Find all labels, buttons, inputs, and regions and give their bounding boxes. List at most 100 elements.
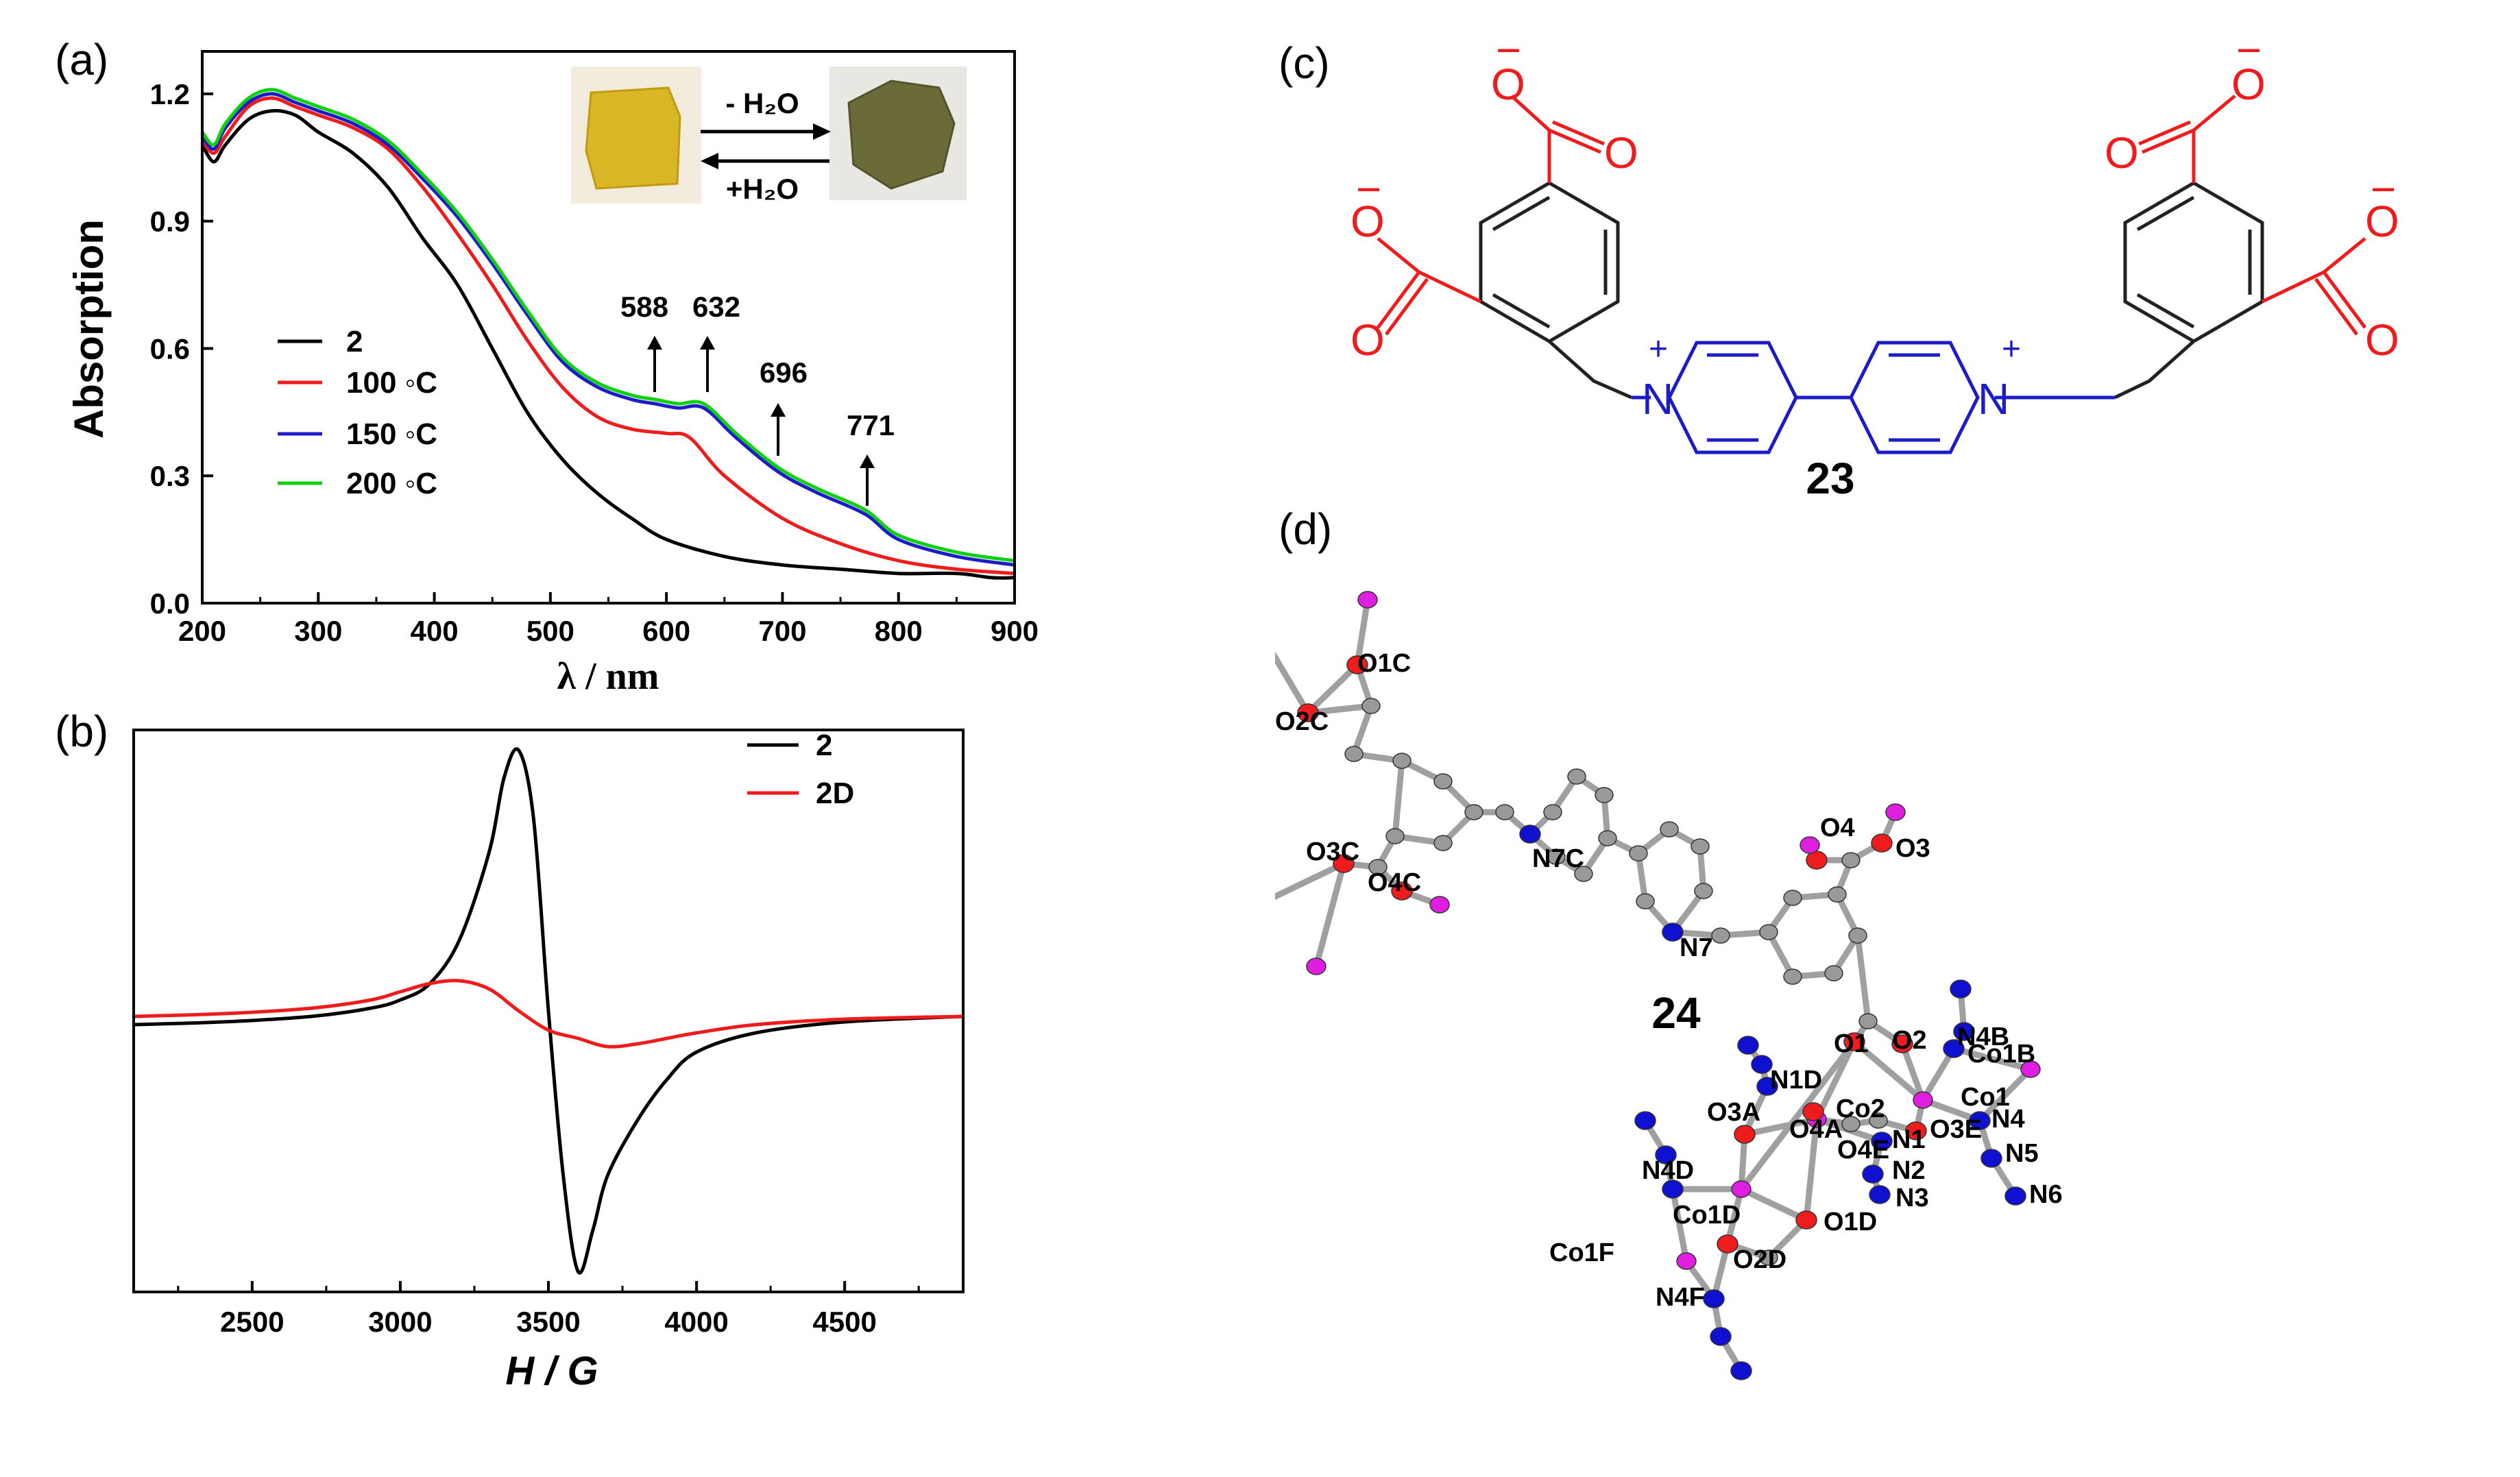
peak-arrowhead-588 [647,336,662,350]
peak-annotations: 588 632 696 771 [620,291,895,506]
left-benzene-ring [1479,181,1620,343]
y-tick-label: 0.6 [150,332,190,365]
series-line-3 [201,88,1015,563]
svg-text:N: N [1642,374,1673,424]
nitrogen-atom [1980,1149,2002,1168]
atom-label-O3A: O3A [1707,1098,1760,1127]
svg-text:O: O [1491,60,1525,109]
pyridinium-rings [1632,341,2115,454]
svg-text:O: O [1604,128,1638,178]
atom-label-O1C: O1C [1357,649,1411,678]
atom-label-Co2: Co2 [1836,1095,1885,1123]
x-tick-label: 500 [526,615,574,647]
x-tick-label: 2500 [220,1306,284,1338]
legend-label-100: 100 ◦C [346,366,437,400]
yellow-sample-icon [585,86,681,190]
nitrogen-atom [1519,825,1541,844]
x-tick-label: 200 [178,615,226,647]
forward-arrowhead [813,123,831,140]
atom-label-N4B: N4B [1957,1023,2009,1051]
series-line-0 [200,108,1015,580]
carboxylate-atom-labels: O − O O − O O − O O − O [1350,25,2399,365]
bond [1305,661,1361,716]
carbon-atom [1869,1112,1888,1129]
bond [1765,929,1796,980]
carbon-atom [1595,787,1614,803]
panel-label-a: (a) [55,35,109,84]
atom-label-N1: N1 [1892,1125,1926,1154]
carbon-atom [1543,804,1562,820]
legend-label-2: 2 [346,325,363,358]
series-line-1 [133,979,964,1049]
atom-label-O4: O4 [1820,814,1855,842]
atom-label-O2C: O2C [1275,707,1329,736]
legend: 2 100 ◦C 150 ◦C 200 ◦C [278,325,437,500]
cobalt-atom [1731,1180,1752,1198]
carbon-atom [1629,845,1648,862]
carbon-atom [1759,924,1778,940]
svg-text:−: − [1496,25,1521,75]
carbon-atom [1464,804,1483,820]
methylene-linkers [1548,340,2195,400]
atom-label-Co1: Co1 [1961,1083,2010,1112]
x-tick-label: 300 [294,615,342,647]
carbon-atom [1495,804,1514,820]
atom-label-O4A: O4A [1789,1115,1843,1144]
nitrogen-atom [1943,1039,1965,1058]
carbon-atom [1368,859,1388,875]
cobalt-atom [1676,1252,1697,1270]
svg-text:−: − [2236,25,2262,75]
bond [1275,860,1347,901]
bond [1275,651,1311,716]
oxygen-atom [1333,854,1355,873]
nitrogen-atom [1703,1289,1725,1308]
atom-label-N3: N3 [1895,1184,1929,1212]
atom-label-Co1D: Co1D [1673,1201,1741,1230]
bond [1354,596,1371,668]
cobalt-atom [1913,1091,1933,1109]
atom-label-O1: O1 [1834,1029,1869,1058]
x-tick-label: 700 [758,615,806,647]
carbon-atom [1392,753,1412,769]
bond [1741,1116,1820,1138]
y-tick-label: 0.3 [150,460,190,492]
y-tick-label: 0.9 [150,206,190,238]
bond [1738,1038,1858,1193]
carbon-atom [1344,746,1364,762]
right-benzene-ring [2123,181,2264,343]
svg-text:−: − [2371,164,2396,214]
nitrogen-atom [1655,1145,1677,1164]
atom-label-O2D: O2D [1733,1245,1786,1274]
bond [1738,1186,1810,1223]
carbon-atom [1848,927,1867,944]
x-tick-label: 800 [875,615,923,647]
bond [1313,860,1347,970]
oxygen-atom [1806,851,1828,870]
nitrogen-atom [1756,1077,1778,1096]
legend-label-2: 2 [816,729,832,762]
carbon-atom [1691,838,1710,855]
atom-label-Co1B: Co1B [1967,1040,2035,1069]
nitrogen-atom [1662,1180,1684,1199]
bond [1950,1045,2034,1073]
nitrogen-atom [1969,1111,1991,1130]
hydration-label: +H₂O [726,173,799,205]
ligand-structure: O − O O − O O − O O − O N + N + 23 [1350,25,2399,503]
y-tick-label: 1.2 [150,78,190,110]
atom-label-N4D: N4D [1642,1156,1694,1185]
nitrogen-atom [2004,1186,2026,1206]
dehydration-label: - H₂O [725,87,799,119]
carbon-atom [1711,927,1730,944]
x-tick-label: 900 [991,615,1039,647]
x-axis-title: λ / nm [557,655,659,698]
svg-text:O: O [2231,60,2266,109]
atom-label-N6: N6 [2029,1180,2063,1209]
atom-label-N7C: N7C [1532,844,1584,873]
peak-label-588: 588 [620,291,668,323]
oxygen-atom [1905,1121,1927,1140]
bond [1669,1186,1690,1265]
panel-label-b: (b) [55,707,109,756]
carbon-atom [1694,883,1713,899]
